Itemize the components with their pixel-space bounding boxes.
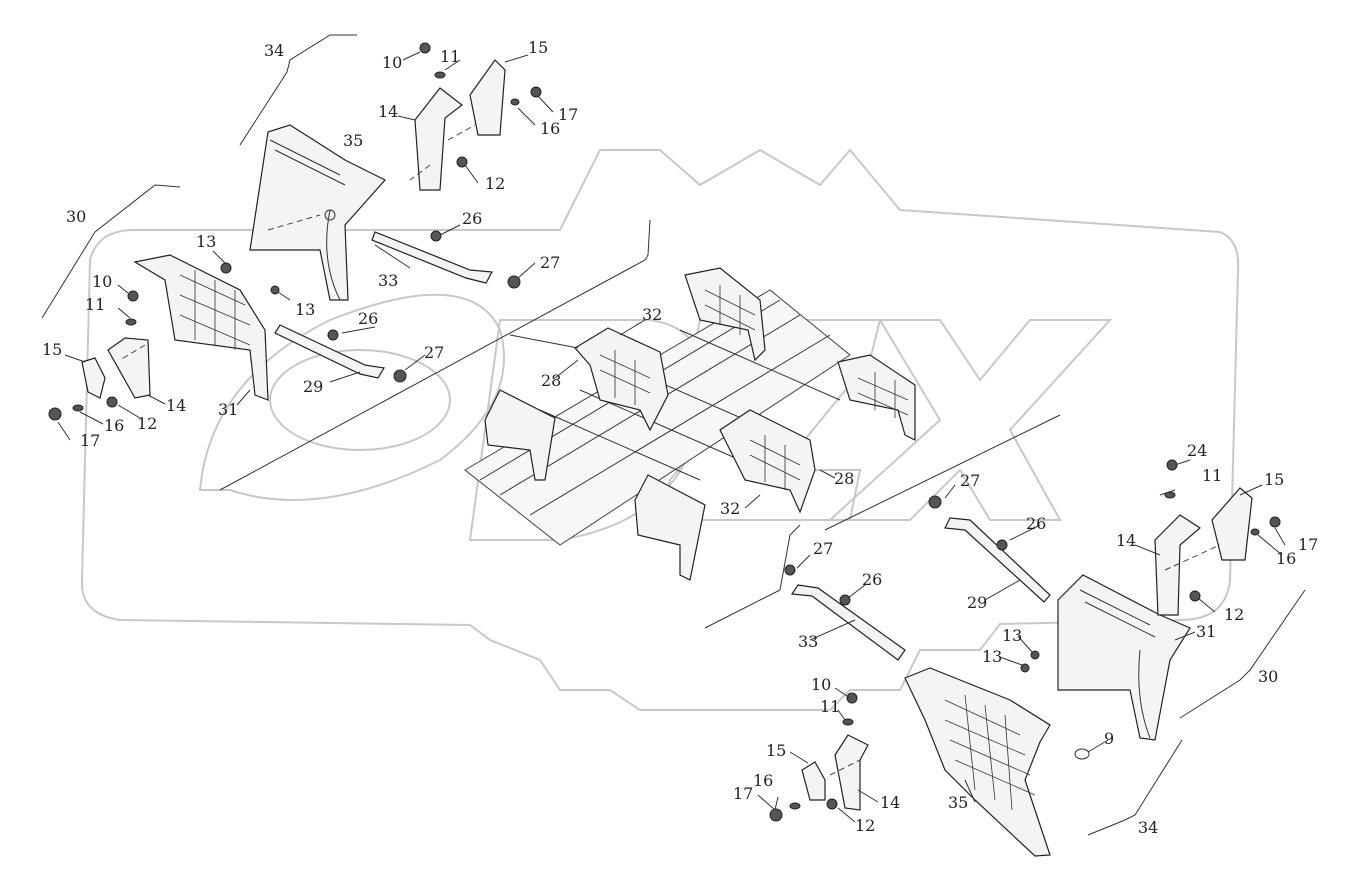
callout-label: 28 (834, 469, 854, 488)
callout-label: 26 (862, 570, 882, 589)
tube-left (274, 324, 407, 383)
callout-label: 27 (813, 539, 833, 558)
callout-label: 33 (798, 632, 818, 651)
callout-label: 27 (540, 253, 560, 272)
callout-label: 15 (42, 340, 62, 359)
assembly-lines (119, 124, 1221, 776)
callout-label: 32 (642, 305, 662, 324)
callout-label: 30 (66, 207, 86, 226)
callout-label: 16 (104, 416, 124, 435)
callout-label: 31 (218, 400, 238, 419)
callout-label: 12 (485, 174, 505, 193)
callout-label: 30 (1258, 667, 1278, 686)
callout-label: 27 (424, 343, 444, 362)
callout-label: 16 (1276, 549, 1296, 568)
callout-label: 15 (766, 741, 786, 760)
callout-label: 28 (541, 371, 561, 390)
callout-label: 14 (1116, 531, 1136, 550)
callout-label: 27 (960, 471, 980, 490)
watermark-letter-x (827, 319, 1113, 521)
mudguard-upper-left (249, 124, 386, 301)
callout-label: 10 (92, 272, 112, 291)
callout-label: 12 (137, 414, 157, 433)
callout-labels: 34 10 11 15 14 17 16 35 12 30 26 13 27 3… (42, 38, 1318, 837)
bracket-upper-left (414, 42, 542, 191)
mounted-mudguards (484, 267, 916, 581)
callout-label: 11 (1202, 466, 1222, 485)
callout-label: 34 (1138, 818, 1158, 837)
callout-label: 15 (1264, 470, 1284, 489)
tube-upper (220, 230, 521, 289)
callout-label: 10 (811, 675, 831, 694)
callout-label: 26 (358, 309, 378, 328)
callout-label: 12 (855, 816, 875, 835)
mudguard-lower-grid (904, 667, 1090, 857)
callout-label: 12 (1224, 605, 1244, 624)
callout-label: 14 (378, 102, 398, 121)
callout-label: 32 (720, 499, 740, 518)
callout-label: 16 (540, 119, 560, 138)
callout-label: 33 (378, 271, 398, 290)
callout-label: 15 (528, 38, 548, 57)
watermark-gear (80, 148, 1240, 711)
bracket-right (1154, 459, 1281, 616)
mudguard-right (1057, 574, 1191, 741)
callout-label: 29 (967, 593, 987, 612)
callout-label: 14 (166, 396, 186, 415)
callout-label: 17 (733, 784, 753, 803)
callout-label: 11 (85, 295, 105, 314)
callout-label: 24 (1187, 441, 1207, 460)
callout-label: 35 (343, 131, 363, 150)
callout-label: 13 (982, 647, 1002, 666)
tube-right (928, 495, 1051, 603)
leader-lines (41, 34, 1306, 836)
callout-label: 9 (1104, 729, 1114, 748)
callout-label: 26 (462, 209, 482, 228)
callout-label: 29 (303, 377, 323, 396)
callout-label: 14 (880, 793, 900, 812)
callout-label: 35 (948, 793, 968, 812)
callout-label: 17 (1298, 535, 1318, 554)
callout-label: 17 (80, 431, 100, 450)
callout-label: 11 (820, 697, 840, 716)
callout-label: 11 (440, 47, 460, 66)
mudguard-left-grid (48, 254, 280, 421)
callout-label: 10 (382, 53, 402, 72)
callout-label: 26 (1026, 514, 1046, 533)
callout-label: 13 (295, 300, 315, 319)
callout-label: 16 (753, 771, 773, 790)
callout-label: 31 (1196, 622, 1216, 641)
callout-label: 34 (264, 41, 284, 60)
callout-label: 13 (196, 232, 216, 251)
callout-label: 17 (558, 105, 578, 124)
callout-label: 13 (1002, 626, 1022, 645)
